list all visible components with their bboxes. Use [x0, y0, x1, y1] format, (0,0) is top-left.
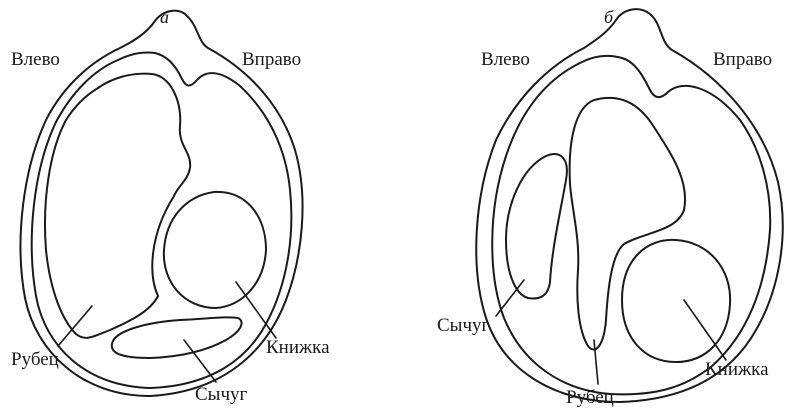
panel-a-omasum [164, 192, 266, 308]
panel-a-rumen-label: Рубец [11, 350, 59, 369]
panel-a-letter: a [160, 8, 169, 26]
panel-b-abomasum-label: Сычуг [437, 316, 489, 335]
panel-b-rumen [570, 98, 685, 350]
panel-b-wall-outline [492, 56, 770, 394]
panel-a-left-direction-label: Влево [11, 50, 60, 69]
panel-a-rumen [45, 74, 190, 338]
panel-b-omasum-label: Книжка [705, 360, 769, 379]
panel-b-left-direction-label: Влево [481, 50, 530, 69]
panel-a-leader-rumen [58, 306, 92, 346]
panel-a-abomasum [112, 317, 242, 358]
panel-b-rumen-label: Рубец [566, 388, 614, 407]
panel-a-abomasum-label: Сычуг [195, 385, 247, 404]
panel-b-right-direction-label: Вправо [713, 50, 772, 69]
panel-b-leader-omasum [684, 300, 726, 360]
panel-a-right-direction-label: Вправо [242, 50, 301, 69]
panel-b-letter: б [604, 8, 613, 26]
panel-a-leader-omasum [236, 282, 276, 338]
panel-a-omasum-label: Книжка [266, 338, 330, 357]
panel-b-abomasum [506, 154, 567, 298]
panel-b-leader-abomasum [496, 280, 524, 316]
